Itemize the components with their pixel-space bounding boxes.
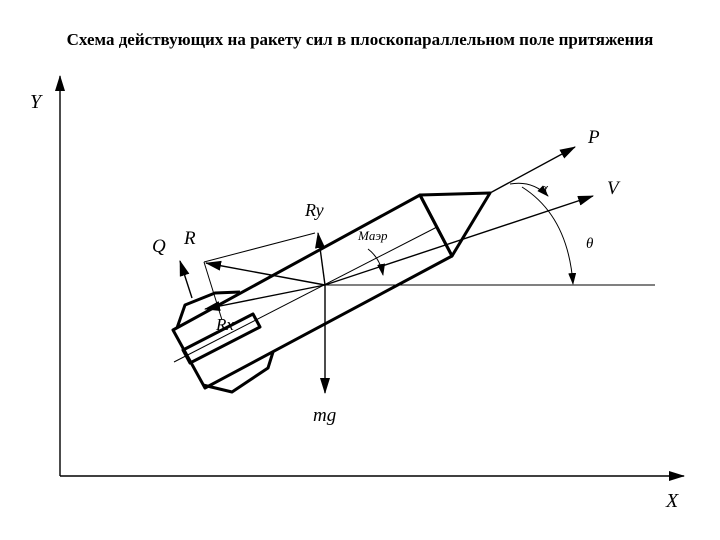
- drag-force-arrow: [204, 284, 326, 311]
- rocket-tail-fin-upper: [175, 290, 241, 329]
- drag-force-label: Rx: [215, 315, 234, 334]
- lift-force-label: Ry: [304, 200, 324, 220]
- flight-path-angle-label: θ: [586, 236, 594, 252]
- force-construction-line-top: [203, 232, 316, 263]
- gravity-force-label: mg: [313, 405, 336, 426]
- flight-path-angle-arc: [521, 186, 577, 285]
- normal-force-arrow: [179, 260, 193, 299]
- aerodynamic-force-label: R: [183, 228, 196, 249]
- rocket-body: [171, 193, 454, 390]
- rocket-tail-fin-lower: [202, 351, 275, 394]
- page-title: Схема действующих на ракету сил в плоско…: [66, 30, 654, 49]
- normal-force-label: Q: [152, 236, 166, 257]
- velocity-label: V: [607, 178, 621, 199]
- thrust-vector-arrow: [489, 146, 576, 194]
- lift-force-arrow: [315, 232, 326, 286]
- y-axis-label: Y: [30, 91, 43, 113]
- x-axis-label: X: [665, 490, 679, 512]
- rocket: [171, 191, 492, 394]
- angle-of-attack-label: α: [540, 181, 549, 197]
- angle-of-attack-arc: [509, 182, 549, 197]
- rocket-nose-cone: [418, 191, 492, 258]
- aerodynamic-moment-arc: [367, 248, 386, 276]
- thrust-label: P: [587, 127, 600, 148]
- rocket-nozzle: [181, 312, 262, 365]
- aerodynamic-moment-label: Mаэр: [357, 228, 388, 243]
- rocket-axis-line: [173, 226, 438, 363]
- aerodynamic-force-arrow: [205, 260, 326, 286]
